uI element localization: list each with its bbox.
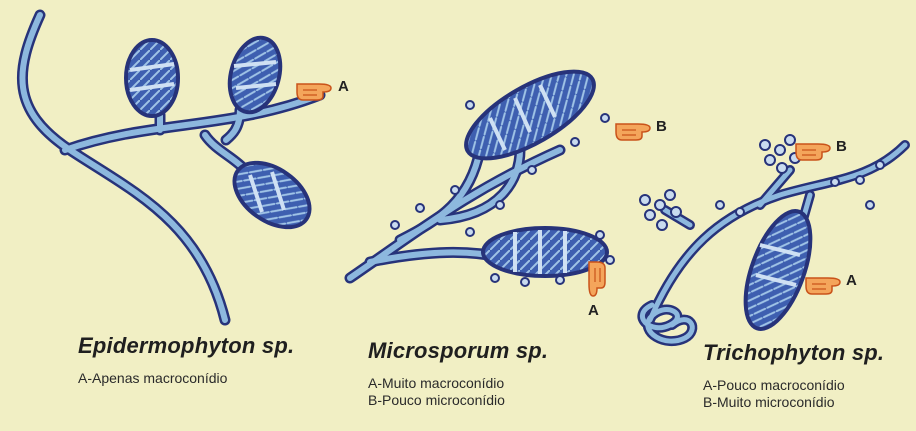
trichophyton-title: Trichophyton sp. (703, 340, 884, 366)
pointing-hand-icon (297, 84, 331, 100)
marker-a-epidermophyton: A (338, 78, 349, 95)
caption-line: B-Pouco microconídio (368, 392, 505, 409)
microsporum-title: Microsporum sp. (368, 338, 548, 364)
caption-line: A-Pouco macroconídio (703, 377, 845, 394)
macroconidium-single (732, 203, 823, 337)
epidermophyton-drawing (22, 15, 321, 320)
microsporum-drawing (350, 55, 614, 286)
marker-b-microsporum: B (656, 118, 667, 135)
epidermophyton-caption: A-Apenas macroconídio (78, 370, 227, 387)
caption-line: B-Muito microconídio (703, 394, 845, 411)
caption-line: A-Muito macroconídio (368, 375, 505, 392)
trichophyton-drawing (640, 135, 905, 341)
pointing-hand-icon (806, 278, 840, 294)
pointing-hand-icon (796, 144, 830, 160)
marker-a-microsporum: A (588, 302, 599, 319)
caption-line: A-Apenas macroconídio (78, 370, 227, 387)
pointing-hand-icon (616, 124, 650, 140)
epidermophyton-title: Epidermophyton sp. (78, 333, 294, 359)
trichophyton-caption: A-Pouco macroconídio B-Muito microconídi… (703, 377, 845, 411)
marker-a-trichophyton: A (846, 272, 857, 289)
macroconidium-1 (126, 40, 178, 116)
macroconidium-large-upper (454, 55, 607, 175)
microsporum-caption: A-Muito macroconídio B-Pouco microconídi… (368, 375, 505, 409)
pointing-hand-icon (589, 262, 605, 296)
marker-b-trichophyton: B (836, 138, 847, 155)
